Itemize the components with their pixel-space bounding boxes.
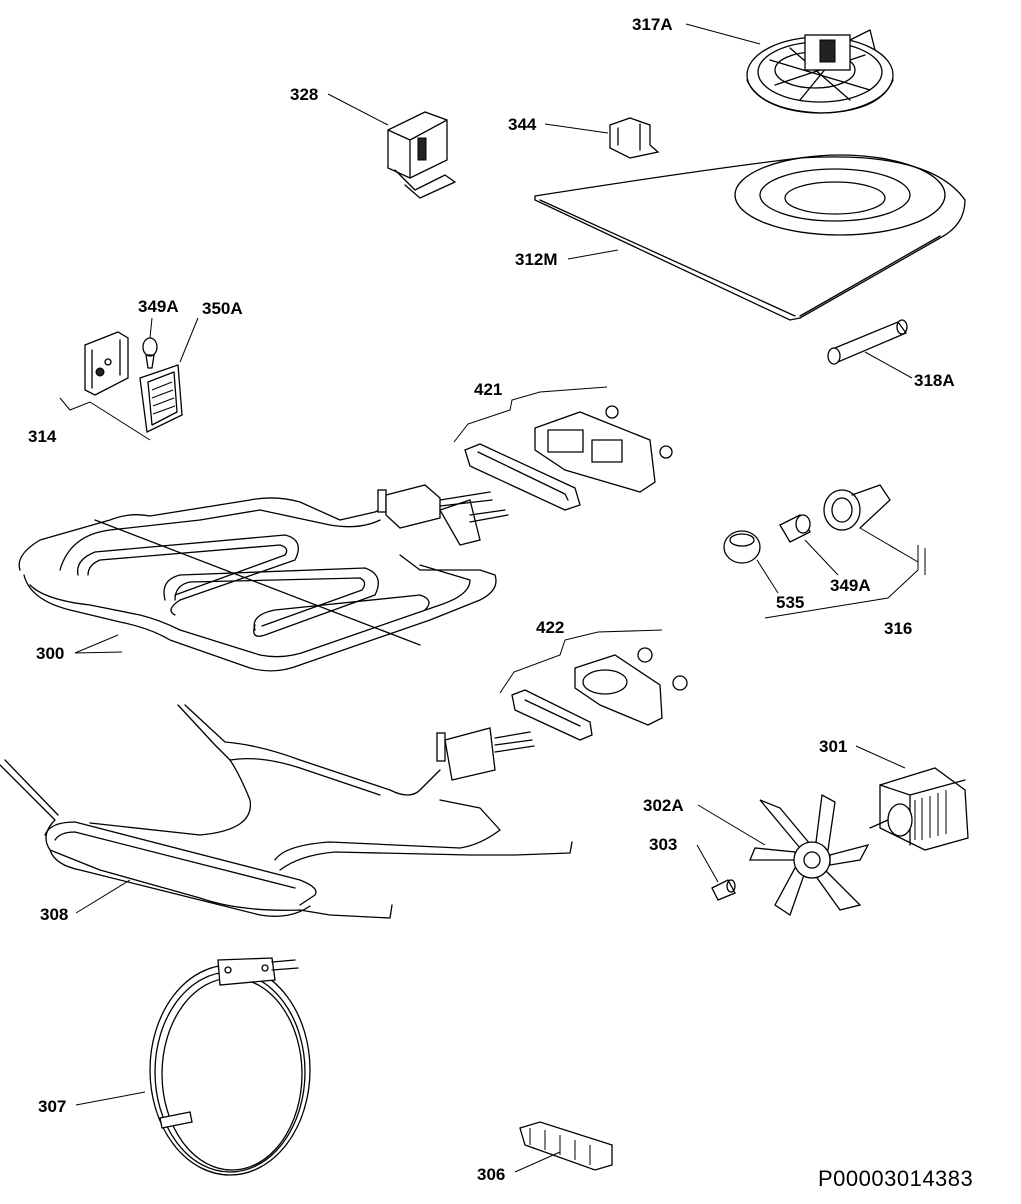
label-317A: 317A xyxy=(632,15,673,34)
label-307: 307 xyxy=(38,1097,67,1116)
label-421: 421 xyxy=(474,380,503,399)
part-307-circular-element xyxy=(149,957,311,1176)
part-317A-fan-motor xyxy=(746,29,894,114)
label-312M: 312M xyxy=(515,250,558,269)
part-306-terminal-block xyxy=(519,1121,613,1171)
label-535: 535 xyxy=(776,593,805,612)
part-312M-fan-cover xyxy=(534,154,966,321)
label-422: 422 xyxy=(536,618,565,637)
label-318A: 318A xyxy=(914,371,955,390)
part-422-connector xyxy=(511,647,688,741)
part-301-fan-motor xyxy=(869,767,969,851)
part-314-lamp-holder xyxy=(84,331,183,433)
label-300: 300 xyxy=(36,644,65,663)
part-303-nut xyxy=(711,879,736,901)
part-308-bottom-element xyxy=(0,704,573,919)
part-300-grill-element xyxy=(18,484,509,672)
document-id: P00003014383 xyxy=(818,1166,974,1191)
label-306: 306 xyxy=(477,1165,506,1184)
label-349A-top: 349A xyxy=(138,297,179,316)
part-302A-fan-blade xyxy=(749,793,870,917)
label-301: 301 xyxy=(819,737,848,756)
label-344: 344 xyxy=(508,115,537,134)
part-318A-tube xyxy=(827,319,908,365)
label-316: 316 xyxy=(884,619,913,638)
label-350A: 350A xyxy=(202,299,243,318)
label-328: 328 xyxy=(290,85,319,104)
part-316-lamp-parts xyxy=(723,484,891,564)
label-303: 303 xyxy=(649,835,678,854)
label-308: 308 xyxy=(40,905,69,924)
part-328-transformer xyxy=(387,111,456,199)
part-421-connector xyxy=(464,405,673,511)
label-349A-lamp: 349A xyxy=(830,576,871,595)
part-344-bracket xyxy=(609,117,660,159)
label-314: 314 xyxy=(28,427,57,446)
label-302A: 302A xyxy=(643,796,684,815)
